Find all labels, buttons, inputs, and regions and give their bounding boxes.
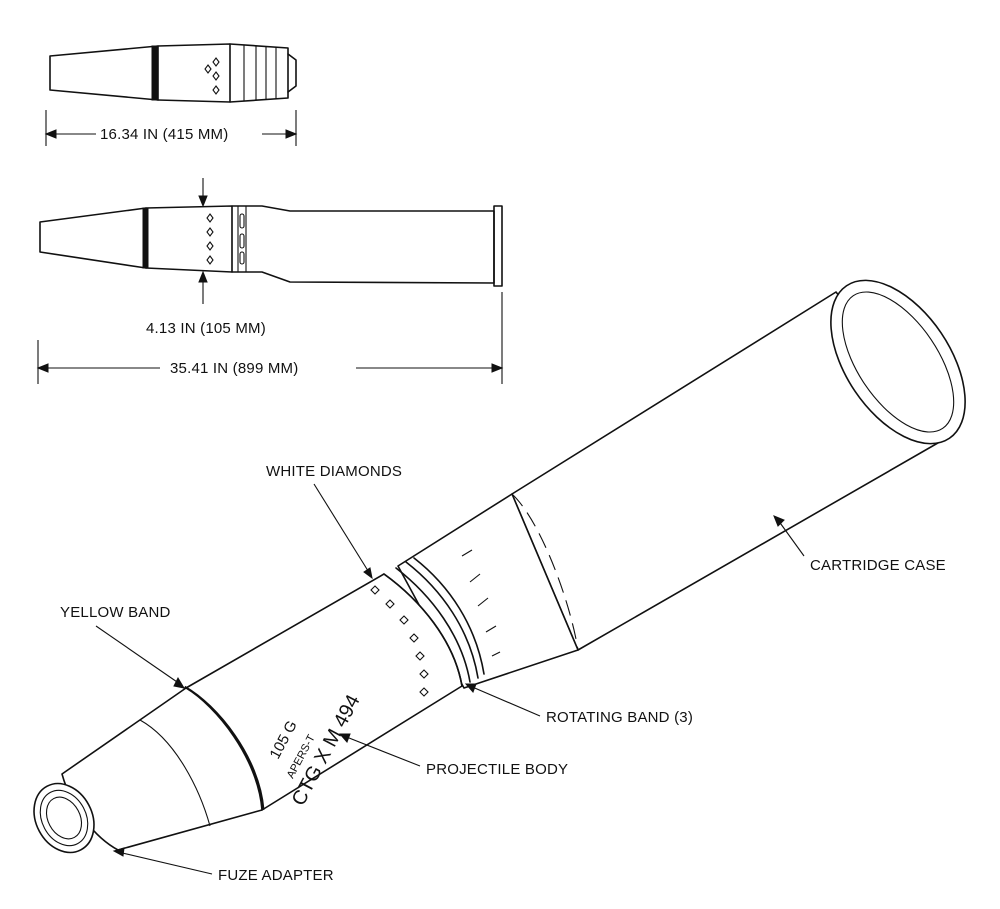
dim-caliber-label: 4.13 IN (105 MM) <box>146 320 266 337</box>
dimension-projectile-length: 16.34 IN (415 MM) <box>44 110 298 146</box>
dimension-overall-length: 35.41 IN (899 MM) <box>36 292 504 384</box>
mid-yellow-band <box>142 207 149 269</box>
callout-fuze-adapter: FUZE ADAPTER <box>112 847 334 884</box>
svg-text:CARTRIDGE CASE: CARTRIDGE CASE <box>810 557 946 574</box>
svg-text:YELLOW BAND: YELLOW BAND <box>60 604 171 621</box>
cartridge-side-view <box>39 178 503 304</box>
iso-diamonds <box>370 585 429 697</box>
top-yellow-band <box>151 45 158 101</box>
dim-projectile-length-label: 16.34 IN (415 MM) <box>100 126 228 143</box>
dim-overall-length-label: 35.41 IN (899 MM) <box>170 360 298 377</box>
callout-cartridge-case: CARTRIDGE CASE <box>773 515 946 574</box>
svg-text:WHITE DIAMONDS: WHITE DIAMONDS <box>266 463 402 480</box>
callout-yellow-band: YELLOW BAND <box>60 604 186 689</box>
callout-projectile-body: PROJECTILE BODY <box>338 733 568 778</box>
callout-white-diamonds: WHITE DIAMONDS <box>266 463 402 580</box>
svg-text:ROTATING BAND (3): ROTATING BAND (3) <box>546 709 693 726</box>
projectile-side-view <box>49 43 297 103</box>
svg-text:PROJECTILE BODY: PROJECTILE BODY <box>426 761 568 778</box>
top-diamonds <box>204 57 220 95</box>
svg-text:FUZE ADAPTER: FUZE ADAPTER <box>218 867 334 884</box>
callout-rotating-band: ROTATING BAND (3) <box>464 683 693 726</box>
isometric-cartridge: 105 G APERS-T CTG X M 494 <box>33 279 966 854</box>
mid-diamonds <box>206 213 214 265</box>
